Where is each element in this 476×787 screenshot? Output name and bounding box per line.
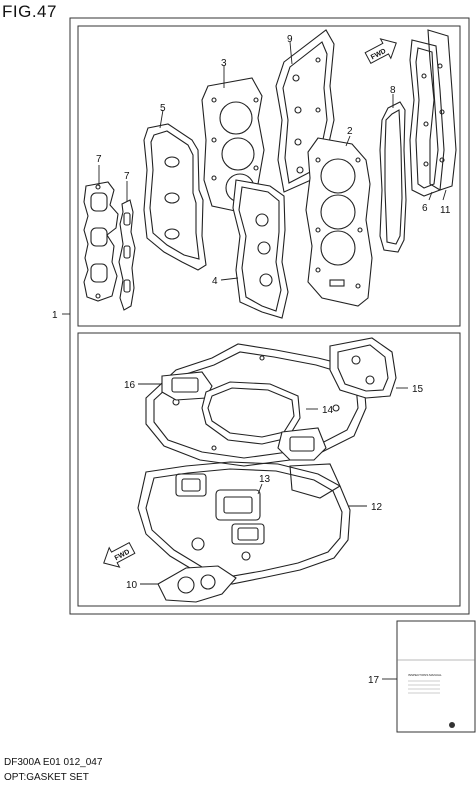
assembly-frame	[69, 17, 470, 615]
callout-7a: 7	[96, 154, 102, 165]
lower-panel	[77, 332, 461, 607]
callout-7b: 7	[124, 171, 130, 182]
callout-3: 3	[221, 58, 227, 69]
callout-17: 17	[368, 675, 380, 686]
figure-title: FIG.47	[2, 2, 57, 21]
head-cover-gasket-left	[143, 123, 207, 271]
service-manual: INSPECTIONS MANUAL	[396, 620, 476, 733]
small-flange-gasket	[161, 371, 213, 401]
water-jacket-gasket	[277, 427, 327, 461]
callout-10: 10	[126, 580, 138, 591]
head-cover-gasket-right	[409, 29, 457, 197]
manual-title: INSPECTIONS MANUAL	[408, 673, 442, 677]
callout-4: 4	[212, 276, 218, 287]
small-gasket-10	[157, 565, 237, 603]
head-cover-gasket-lower	[232, 179, 289, 319]
diagram-name: OPT:GASKET SET	[4, 772, 89, 783]
fwd-arrow-bottom: FWD	[103, 542, 136, 568]
callout-15: 15	[412, 384, 424, 395]
callout-1: 1	[52, 310, 58, 321]
diagram-code: DF300A E01 012_047	[4, 757, 103, 768]
cover-gasket-15	[329, 337, 397, 399]
head-gasket-left	[201, 77, 265, 213]
fwd-arrow-top: FWD	[364, 38, 397, 64]
upper-panel	[77, 25, 461, 327]
exhaust-strip-gasket	[118, 199, 136, 311]
callout-14: 14	[322, 405, 334, 416]
callout-16: 16	[124, 380, 136, 391]
callout-11: 11	[440, 205, 451, 216]
leader-lines	[62, 41, 447, 680]
callout-9: 9	[287, 34, 293, 45]
exhaust-manifold-gasket	[83, 181, 119, 302]
crankcase-gasket	[145, 343, 367, 467]
callout-12: 12	[371, 502, 383, 513]
callout-8: 8	[390, 85, 396, 96]
callout-2: 2	[347, 126, 353, 137]
callout-5: 5	[160, 103, 166, 114]
strip-gasket-right	[379, 101, 407, 253]
callout-13: 13	[259, 474, 271, 485]
plate-gasket	[175, 463, 341, 545]
callout-6: 6	[422, 203, 428, 214]
oil-pan-gasket	[137, 461, 351, 585]
head-gasket-right	[305, 137, 373, 307]
